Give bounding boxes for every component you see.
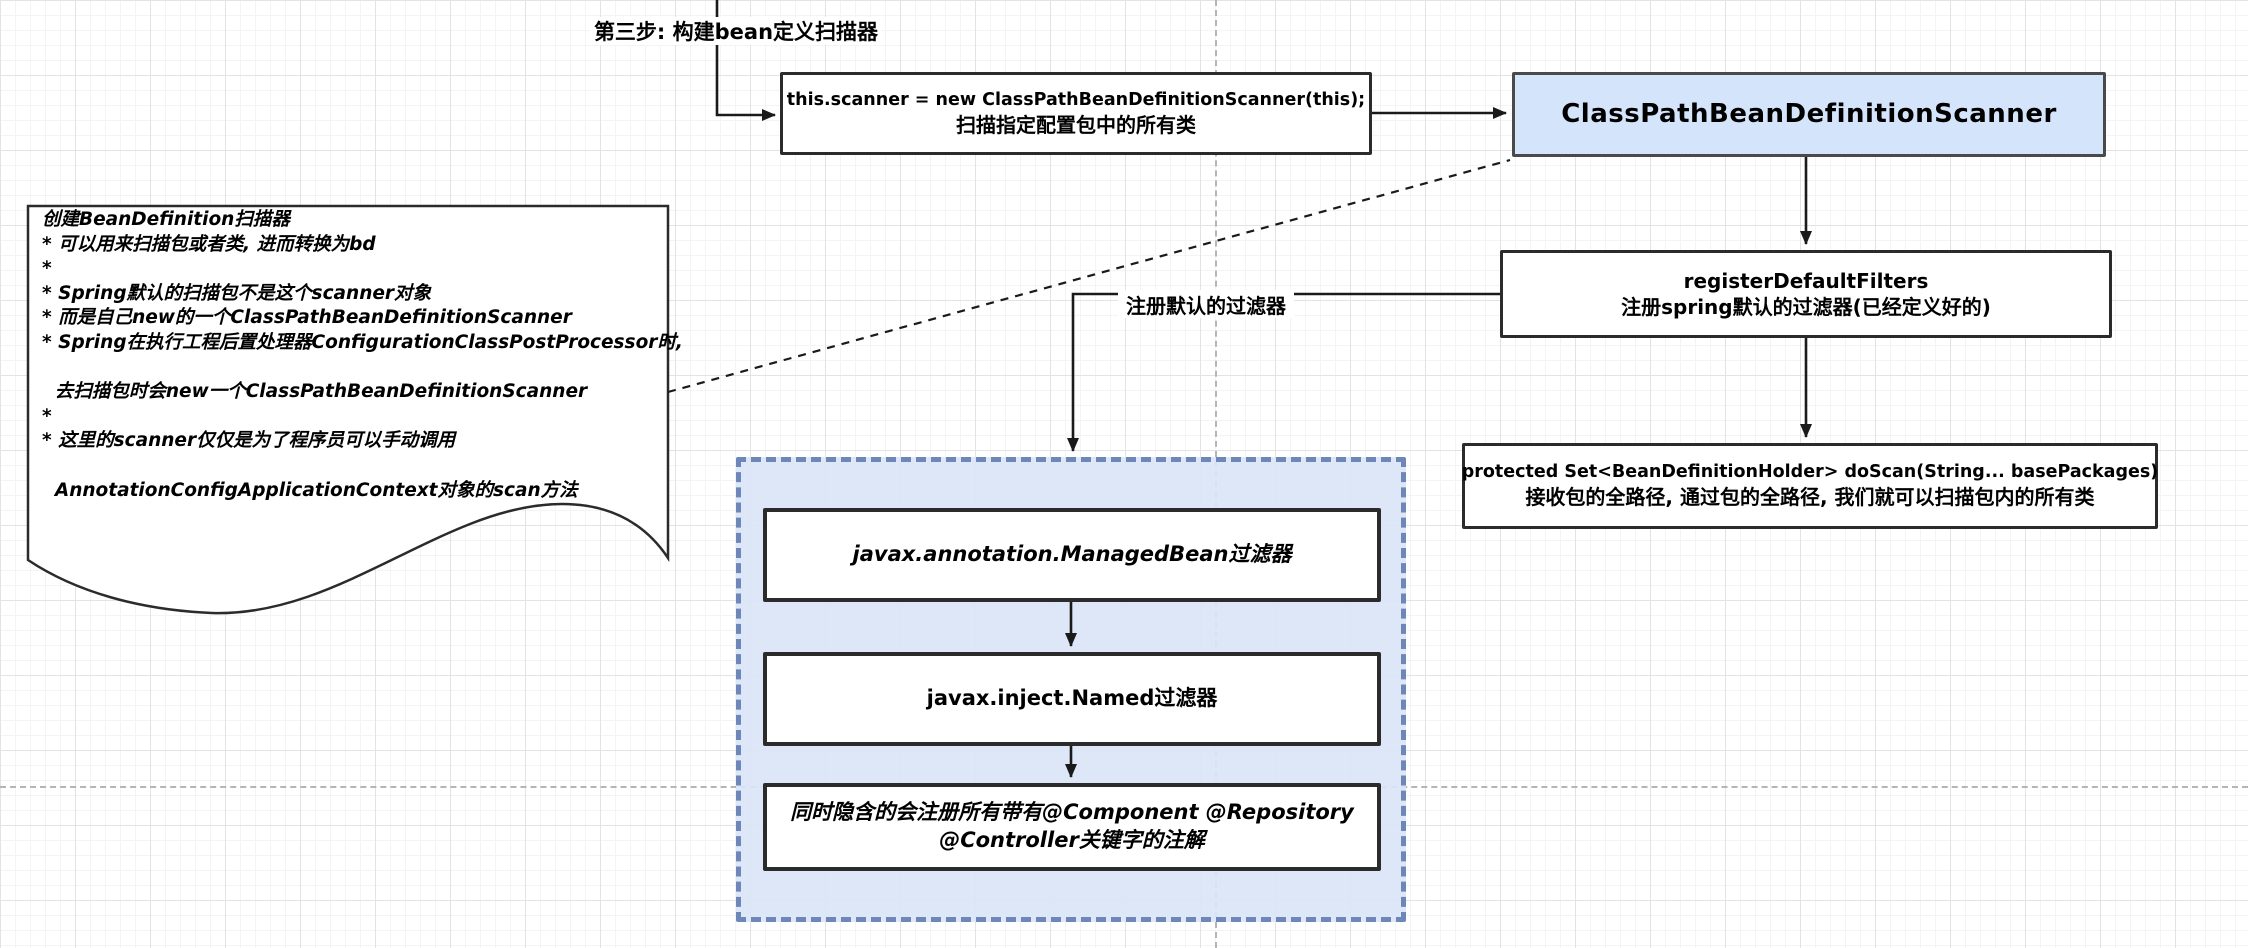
note-line: 创建BeanDefinition扫描器 xyxy=(42,209,290,230)
doscan-line2: 接收包的全路径, 通过包的全路径, 我们就可以扫描包内的所有类 xyxy=(1525,485,2095,510)
named-filter-label: javax.inject.Named过滤器 xyxy=(926,686,1218,711)
managedbean-filter-label: javax.annotation.ManagedBean过滤器 xyxy=(852,542,1292,567)
doscan-node[interactable]: protected Set<BeanDefinitionHolder> doSc… xyxy=(1462,443,2158,529)
note-line: * xyxy=(42,405,52,427)
component-annotations-line2: @Controller关键字的注解 xyxy=(939,828,1205,852)
connector-note-to-class-dashed[interactable] xyxy=(667,158,1511,394)
scanner-code-line2: 扫描指定配置包中的所有类 xyxy=(956,112,1196,137)
note-line: * 而是自己new的一个ClassPathBeanDefinitionScann… xyxy=(42,307,572,329)
classpath-scanner-node[interactable]: ClassPathBeanDefinitionScanner xyxy=(1512,72,2106,157)
note-line xyxy=(42,454,657,479)
doscan-line1: protected Set<BeanDefinitionHolder> doSc… xyxy=(1461,462,2159,483)
note-line: 去扫描包时会new一个ClassPathBeanDefinitionScanne… xyxy=(42,381,588,403)
component-annotations-node[interactable]: 同时隐含的会注册所有带有@Component @Repository @Cont… xyxy=(763,783,1381,871)
register-default-filters-node[interactable]: registerDefaultFilters 注册spring默认的过滤器(已经… xyxy=(1500,250,2112,338)
component-annotations-line1: 同时隐含的会注册所有带有@Component @Repository xyxy=(790,800,1354,825)
note-line: * 可以用来扫描包或者类, 进而转换为bd xyxy=(42,233,376,255)
classpath-scanner-title: ClassPathBeanDefinitionScanner xyxy=(1561,99,2057,130)
managedbean-filter-node[interactable]: javax.annotation.ManagedBean过滤器 xyxy=(763,508,1381,602)
register-filters-line1: registerDefaultFilters xyxy=(1683,268,1929,293)
note-line: AnnotationConfigApplicationContext对象的sca… xyxy=(42,479,578,501)
note-line: * xyxy=(42,258,52,280)
step-label: 第三步: 构建bean定义扫描器 xyxy=(590,17,882,45)
scanner-code-line1: this.scanner = new ClassPathBeanDefiniti… xyxy=(786,89,1366,110)
note-line: * Spring在执行工程后置处理器ConfigurationClassPost… xyxy=(42,331,683,353)
note-text: 创建BeanDefinition扫描器 * 可以用来扫描包或者类, 进而转换为b… xyxy=(42,208,683,503)
note-line: * 这里的scanner仅仅是为了程序员可以手动调用 xyxy=(42,430,456,452)
named-filter-node[interactable]: javax.inject.Named过滤器 xyxy=(763,652,1381,746)
note-line xyxy=(42,356,657,381)
edge-label-register-filters: 注册默认的过滤器 xyxy=(1118,290,1294,318)
note-line: * Spring默认的扫描包不是这个scanner对象 xyxy=(42,282,432,304)
register-filters-line2: 注册spring默认的过滤器(已经定义好的) xyxy=(1621,295,1991,319)
scanner-code-node[interactable]: this.scanner = new ClassPathBeanDefiniti… xyxy=(780,72,1372,155)
